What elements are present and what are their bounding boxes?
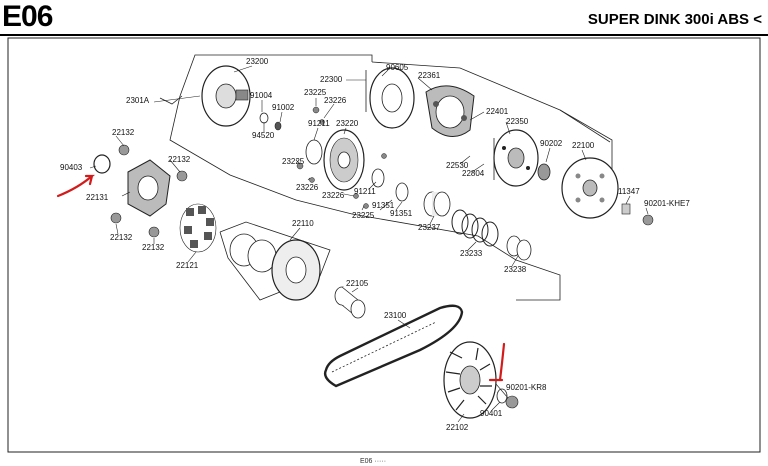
part-label: 91351: [372, 201, 395, 210]
part-label: 91211: [308, 119, 330, 128]
part-label: 90605: [386, 63, 409, 72]
part-drive-face: [201, 65, 282, 131]
part-slider-22132d: [148, 226, 160, 238]
part-seal-91211b: [371, 168, 385, 188]
part-movable-drive-face: [229, 233, 321, 301]
part-label: 23237: [418, 223, 441, 232]
part-label: 23200: [246, 57, 269, 66]
outline-segment: [559, 109, 611, 143]
part-label: 22300: [320, 75, 343, 84]
part-label: 22121: [176, 261, 199, 270]
part-label: 22530: [446, 161, 469, 170]
part-label: 2301A: [126, 96, 150, 105]
model-name: SUPER DINK 300i ABS <: [587, 11, 762, 28]
part-clutch-plate: [365, 67, 415, 129]
part-nut-khe7: [642, 214, 654, 226]
part-nut-kr8: [505, 395, 519, 409]
annotation-arrow-washer: [56, 174, 95, 198]
part-collar: [423, 191, 451, 217]
part-fixed-drive-face: [443, 341, 497, 419]
part-label: 91002: [272, 103, 295, 112]
part-label: 94520: [252, 131, 275, 140]
clutch-outline-top: [179, 54, 373, 97]
part-ramp-plate: [127, 159, 171, 217]
part-slider-22132a: [118, 144, 130, 156]
part-label: 22100: [572, 141, 595, 150]
part-label: 90202: [540, 139, 563, 148]
part-label: 23225: [352, 211, 375, 220]
part-label: 22401: [486, 107, 509, 116]
part-guide-pins: [296, 106, 387, 209]
part-label: 23226: [324, 96, 347, 105]
part-label: 22804: [462, 169, 485, 178]
part-label: 90201-KHE7: [644, 199, 690, 208]
assembly-outline: [169, 95, 561, 301]
part-label: 90401: [480, 409, 503, 418]
header-rule: [0, 34, 768, 36]
annotation-line-vertical: [498, 342, 506, 382]
part-label: 23220: [336, 119, 359, 128]
part-label: 22131: [86, 193, 109, 202]
part-label: 91004: [250, 91, 273, 100]
part-label: 11347: [618, 187, 640, 196]
diagram-header: E06 SUPER DINK 300i ABS <: [0, 0, 768, 36]
part-label: 90201-KR8: [506, 383, 547, 392]
belt-teeth: [331, 321, 437, 373]
part-label: 90403: [60, 163, 83, 172]
part-label: 22105: [346, 279, 369, 288]
part-ring-91351: [395, 182, 409, 202]
part-label: 91211: [354, 187, 376, 196]
part-label: 22350: [506, 117, 529, 126]
part-label: 23233: [460, 249, 483, 258]
part-label: 22132: [110, 233, 133, 242]
part-sliding-face: [323, 129, 365, 191]
leader-lines: [89, 65, 649, 423]
part-labels: 23200 2301A 91004 91002 94520 22300 9060…: [60, 57, 690, 432]
part-label: 22102: [446, 423, 469, 432]
part-roller-weights: [179, 203, 217, 253]
part-label: 23238: [504, 265, 527, 274]
part-clutch-shoes: [425, 85, 475, 137]
part-label: 91351: [390, 209, 413, 218]
part-label: 22132: [112, 128, 135, 137]
diagram-frame: [7, 37, 761, 453]
page-footer: E06 ·····: [360, 458, 387, 465]
part-washer-90401: [496, 388, 508, 404]
part-collar-22105: [334, 286, 366, 319]
part-nut-90202: [537, 163, 551, 181]
part-label: 23225: [304, 88, 327, 97]
part-seal-91211: [305, 139, 323, 165]
part-springs: [451, 209, 499, 247]
part-drive-belt: [323, 304, 464, 388]
part-label: 22132: [168, 155, 191, 164]
part-label: 23225: [282, 157, 305, 166]
part-clutch-outer: [561, 157, 619, 219]
diagram-code: E06: [2, 0, 53, 33]
part-label: 22361: [418, 71, 441, 80]
part-pin-11347: [621, 203, 631, 215]
part-clutch-carrier: [493, 129, 539, 187]
part-label: 22110: [292, 219, 314, 228]
part-slider-22132c: [110, 212, 122, 224]
part-label: 23226: [296, 183, 319, 192]
part-label: 22132: [142, 243, 165, 252]
part-washer-90403: [93, 154, 111, 174]
part-slider-22132b: [176, 170, 188, 182]
part-label: 23226: [322, 191, 345, 200]
part-label: 23100: [384, 311, 407, 320]
part-bushing: [506, 235, 532, 261]
